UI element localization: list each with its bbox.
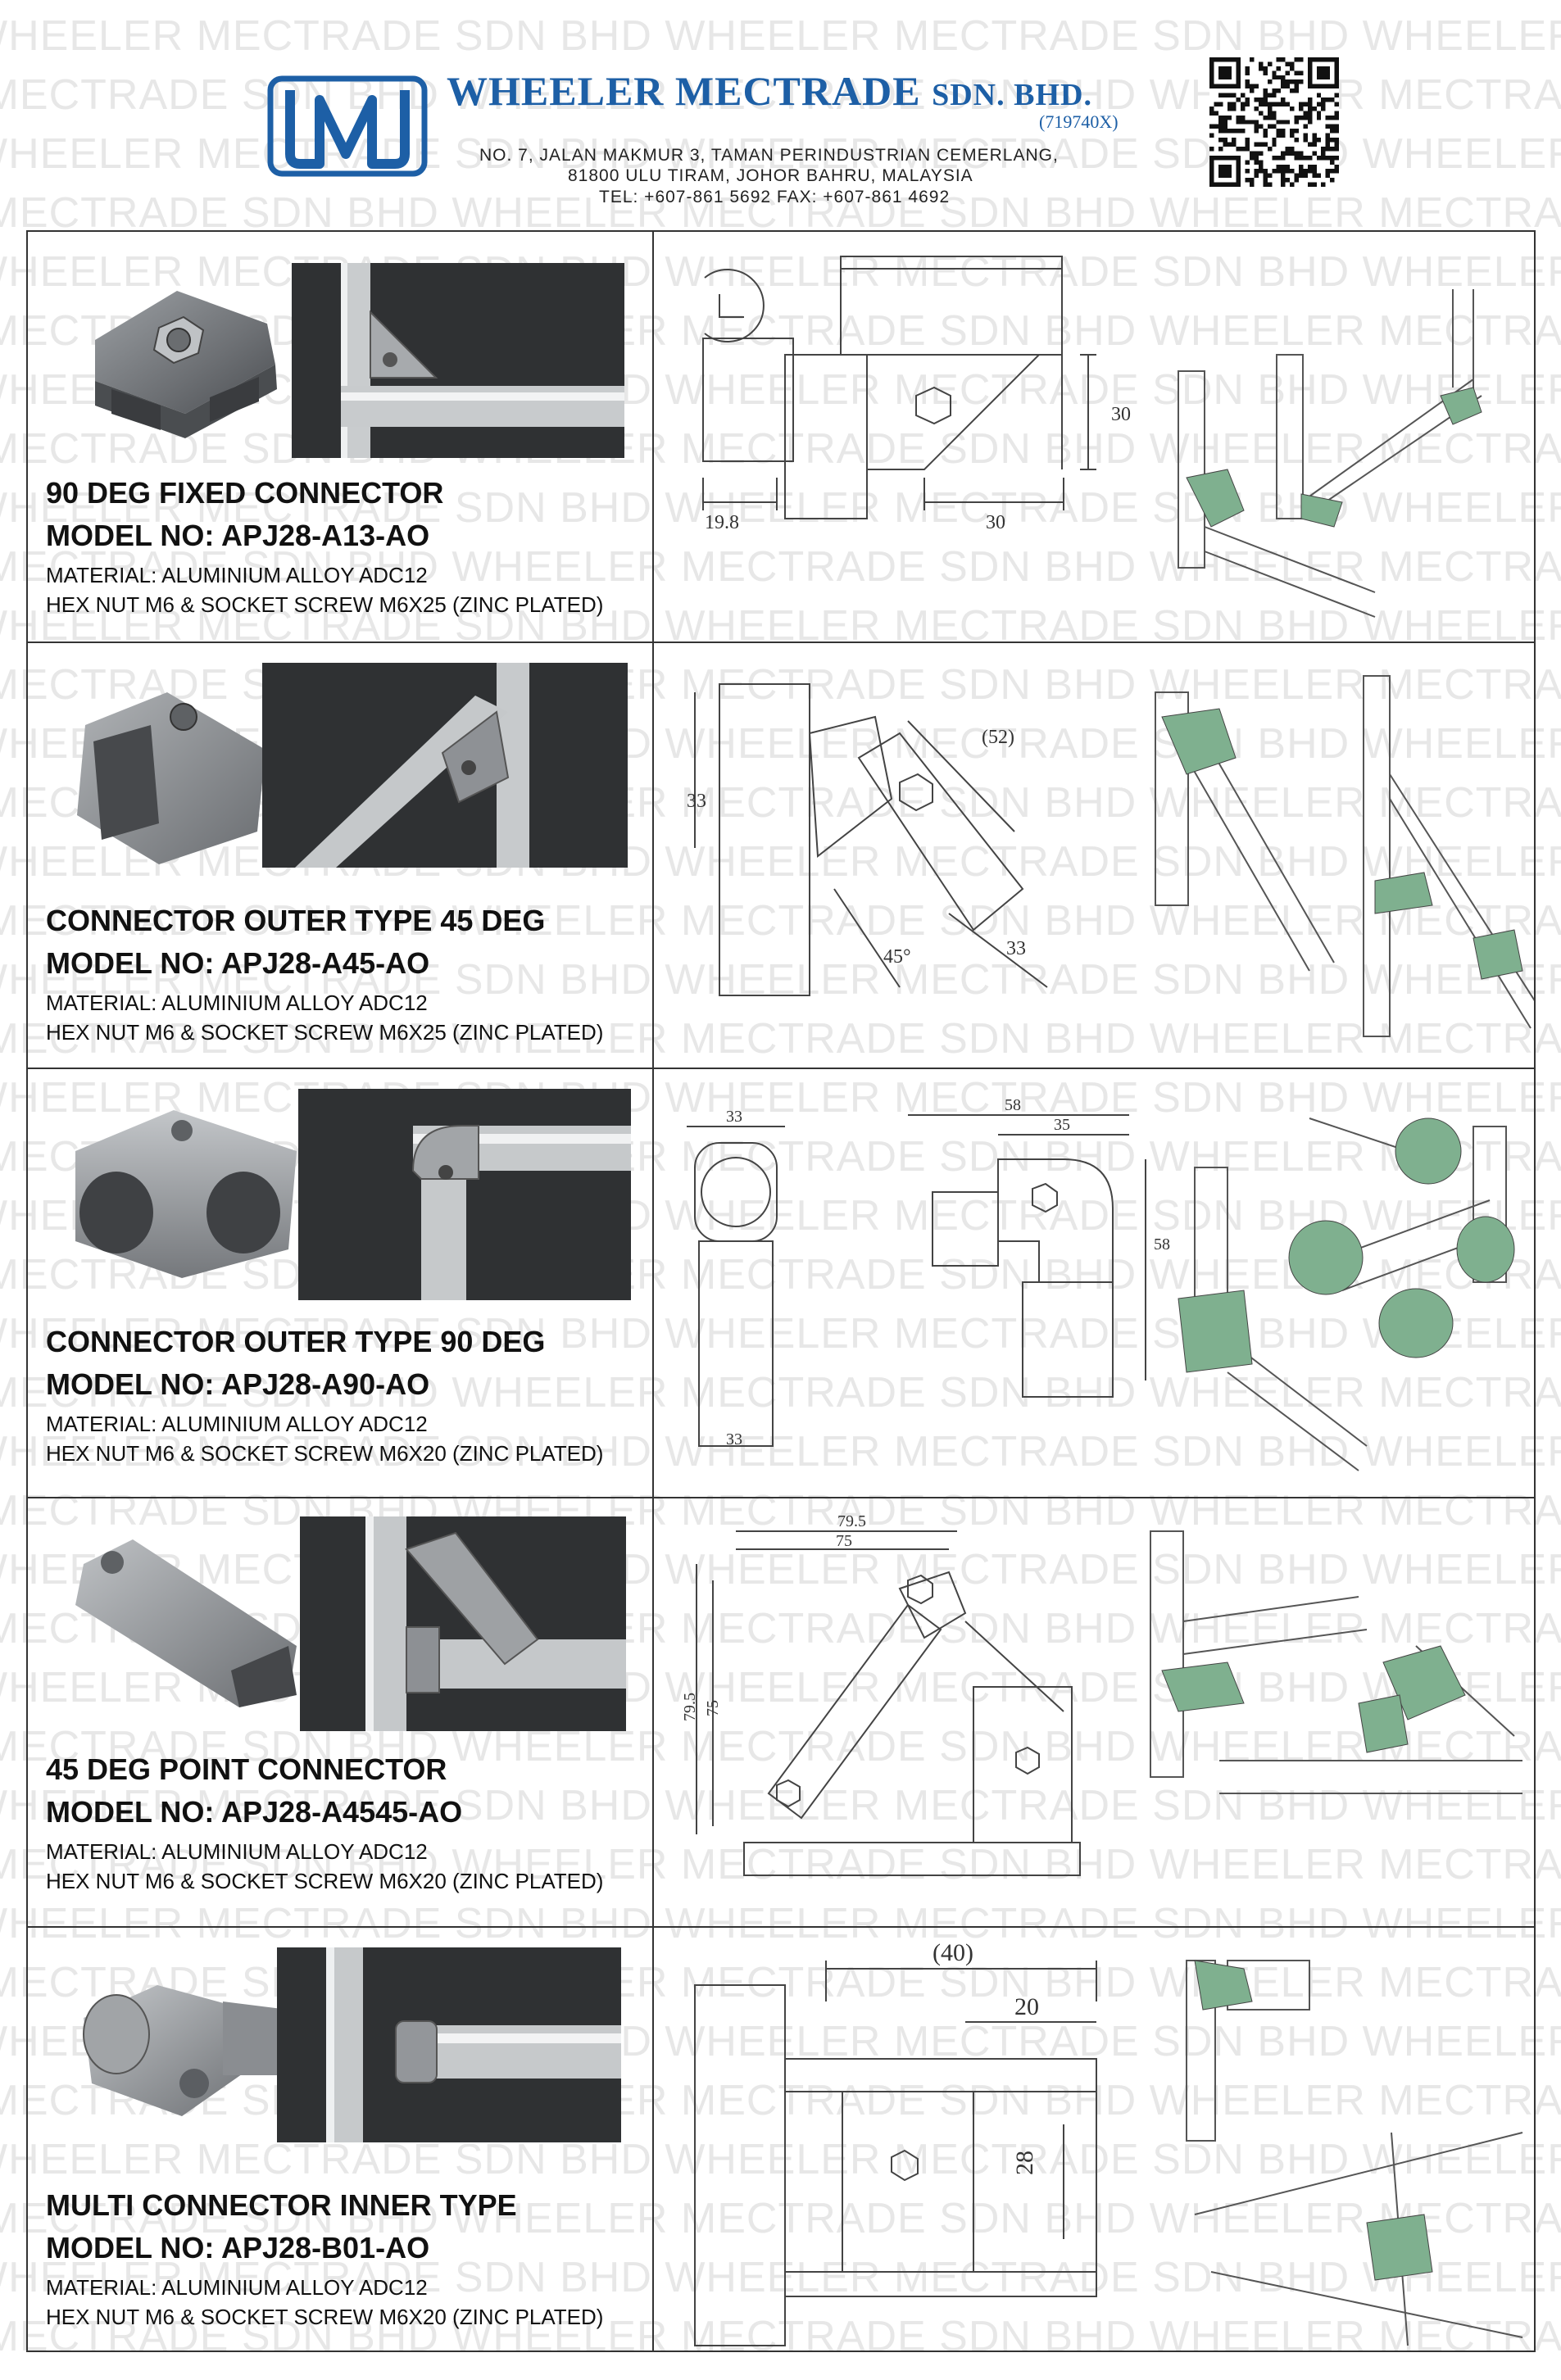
- dimension-label: 33: [726, 1430, 742, 1448]
- product-model: MODEL NO: APJ28-A90-AO: [46, 1367, 430, 1401]
- product-photo-connector: [75, 1110, 297, 1278]
- dimension-label: 19.8: [705, 512, 739, 533]
- product-model: MODEL NO: APJ28-B01-AO: [46, 2231, 430, 2264]
- dimension-label: 58: [1005, 1096, 1021, 1114]
- dimension-label: 35: [1054, 1116, 1070, 1134]
- product-model: MODEL NO: APJ28-A13-AO: [46, 519, 430, 552]
- dimension-label: 75: [836, 1532, 852, 1550]
- dimension-label: (52): [982, 727, 1014, 748]
- technical-drawing: (40) 20 28: [694, 1939, 1523, 2346]
- address-line-1: NO. 7, JALAN MAKMUR 3, TAMAN PERINDUSTRI…: [479, 146, 1059, 165]
- dimension-label: 20: [1014, 1993, 1039, 2020]
- dimension-label: 58: [1154, 1235, 1170, 1253]
- product-photo-connector: [77, 692, 265, 864]
- contact-line: TEL: +607-861 5692 FAX: +607-861 4692: [599, 188, 951, 206]
- product-drawing-cell: 33 (52) 45° 33: [654, 643, 1548, 1068]
- product-material: MATERIAL: ALUMINIUM ALLOY ADC12: [46, 2275, 428, 2300]
- product-photo-connector: [83, 1985, 288, 2116]
- company-logo: [267, 75, 428, 177]
- product-material: MATERIAL: ALUMINIUM ALLOY ADC12: [46, 991, 428, 1015]
- dimension-label: 28: [1011, 2151, 1038, 2175]
- product-info-cell: CONNECTOR OUTER TYPE 90 DEG MODEL NO: AP…: [28, 1069, 654, 1497]
- dimension-label: 33: [687, 791, 706, 812]
- product-name: 90 DEG FIXED CONNECTOR: [46, 476, 444, 510]
- company-suffix: SDN. BHD.: [932, 78, 1092, 112]
- product-photo-connector: [95, 291, 277, 438]
- dimension-label: 79.5: [837, 1512, 866, 1530]
- technical-drawing: 79.5 75 79.5 75: [681, 1512, 1522, 1876]
- product-table: 90 DEG FIXED CONNECTOR MODEL NO: APJ28-A…: [26, 230, 1548, 2352]
- product-drawing-cell: 79.5 75 79.5 75: [654, 1498, 1534, 1926]
- product-row: 90 DEG FIXED CONNECTOR MODEL NO: APJ28-A…: [28, 232, 1534, 643]
- product-name: 45 DEG POINT CONNECTOR: [46, 1752, 447, 1786]
- product-hardware: HEX NUT M6 & SOCKET SCREW M6X20 (ZINC PL…: [46, 2305, 604, 2329]
- dimension-label: 30: [1111, 404, 1131, 425]
- dimension-label: (40): [933, 1939, 973, 1966]
- product-info-cell: 45 DEG POINT CONNECTOR MODEL NO: APJ28-A…: [28, 1498, 654, 1926]
- address-line-2: 81800 ULU TIRAM, JOHOR BAHRU, MALAYSIA: [568, 166, 973, 185]
- product-model: MODEL NO: APJ28-A45-AO: [46, 946, 430, 980]
- company-name-text: WHEELER MECTRADE: [447, 68, 921, 114]
- product-material: MATERIAL: ALUMINIUM ALLOY ADC12: [46, 563, 428, 587]
- product-hardware: HEX NUT M6 & SOCKET SCREW M6X25 (ZINC PL…: [46, 592, 604, 617]
- registration-number: (719740X): [1039, 111, 1119, 132]
- product-photo-connector: [75, 1539, 297, 1707]
- technical-drawing: 33 33 58 35 58: [687, 1096, 1515, 1471]
- product-info-cell: CONNECTOR OUTER TYPE 45 DEG MODEL NO: AP…: [28, 643, 654, 1068]
- product-row: CONNECTOR OUTER TYPE 45 DEG MODEL NO: AP…: [28, 643, 1548, 1069]
- dimension-label: 33: [1006, 938, 1026, 959]
- product-info-cell: MULTI CONNECTOR INNER TYPE MODEL NO: APJ…: [28, 1928, 654, 2351]
- product-row: MULTI CONNECTOR INNER TYPE MODEL NO: APJ…: [28, 1928, 1534, 2351]
- product-material: MATERIAL: ALUMINIUM ALLOY ADC12: [46, 1839, 428, 1864]
- product-photo-installed: [300, 1516, 626, 1731]
- product-row: CONNECTOR OUTER TYPE 90 DEG MODEL NO: AP…: [28, 1069, 1534, 1498]
- product-photo-installed: [298, 1089, 631, 1300]
- company-name: WHEELER MECTRADE SDN. BHD.: [447, 67, 1092, 115]
- product-name: MULTI CONNECTOR INNER TYPE: [46, 2188, 517, 2222]
- product-row: 45 DEG POINT CONNECTOR MODEL NO: APJ28-A…: [28, 1498, 1534, 1928]
- technical-drawing: 33 (52) 45° 33: [687, 675, 1548, 1037]
- product-model: MODEL NO: APJ28-A4545-AO: [46, 1795, 463, 1829]
- technical-drawing: 19.8 30 30: [702, 256, 1482, 618]
- dimension-label: 33: [726, 1108, 742, 1126]
- product-photo-installed: [262, 663, 628, 868]
- product-drawing-cell: 33 33 58 35 58: [654, 1069, 1534, 1497]
- dimension-label: 30: [986, 512, 1005, 533]
- dimension-label: 45°: [883, 946, 911, 968]
- dimension-label: 79.5: [681, 1693, 699, 1721]
- product-drawing-cell: (40) 20 28: [654, 1928, 1534, 2351]
- qr-code-icon: [1209, 57, 1339, 187]
- product-hardware: HEX NUT M6 & SOCKET SCREW M6X25 (ZINC PL…: [46, 1020, 604, 1045]
- dimension-label: 75: [704, 1700, 722, 1716]
- product-name: CONNECTOR OUTER TYPE 45 DEG: [46, 904, 546, 937]
- product-material: MATERIAL: ALUMINIUM ALLOY ADC12: [46, 1412, 428, 1436]
- product-name: CONNECTOR OUTER TYPE 90 DEG: [46, 1325, 546, 1358]
- product-info-cell: 90 DEG FIXED CONNECTOR MODEL NO: APJ28-A…: [28, 232, 654, 641]
- product-drawing-cell: 19.8 30 30: [654, 232, 1534, 641]
- product-photo-installed: [277, 1947, 621, 2142]
- product-hardware: HEX NUT M6 & SOCKET SCREW M6X20 (ZINC PL…: [46, 1441, 604, 1466]
- product-hardware: HEX NUT M6 & SOCKET SCREW M6X20 (ZINC PL…: [46, 1869, 604, 1893]
- header: WHEELER MECTRADE SDN. BHD. (719740X) NO.…: [0, 0, 1561, 221]
- product-photo-installed: [292, 263, 624, 458]
